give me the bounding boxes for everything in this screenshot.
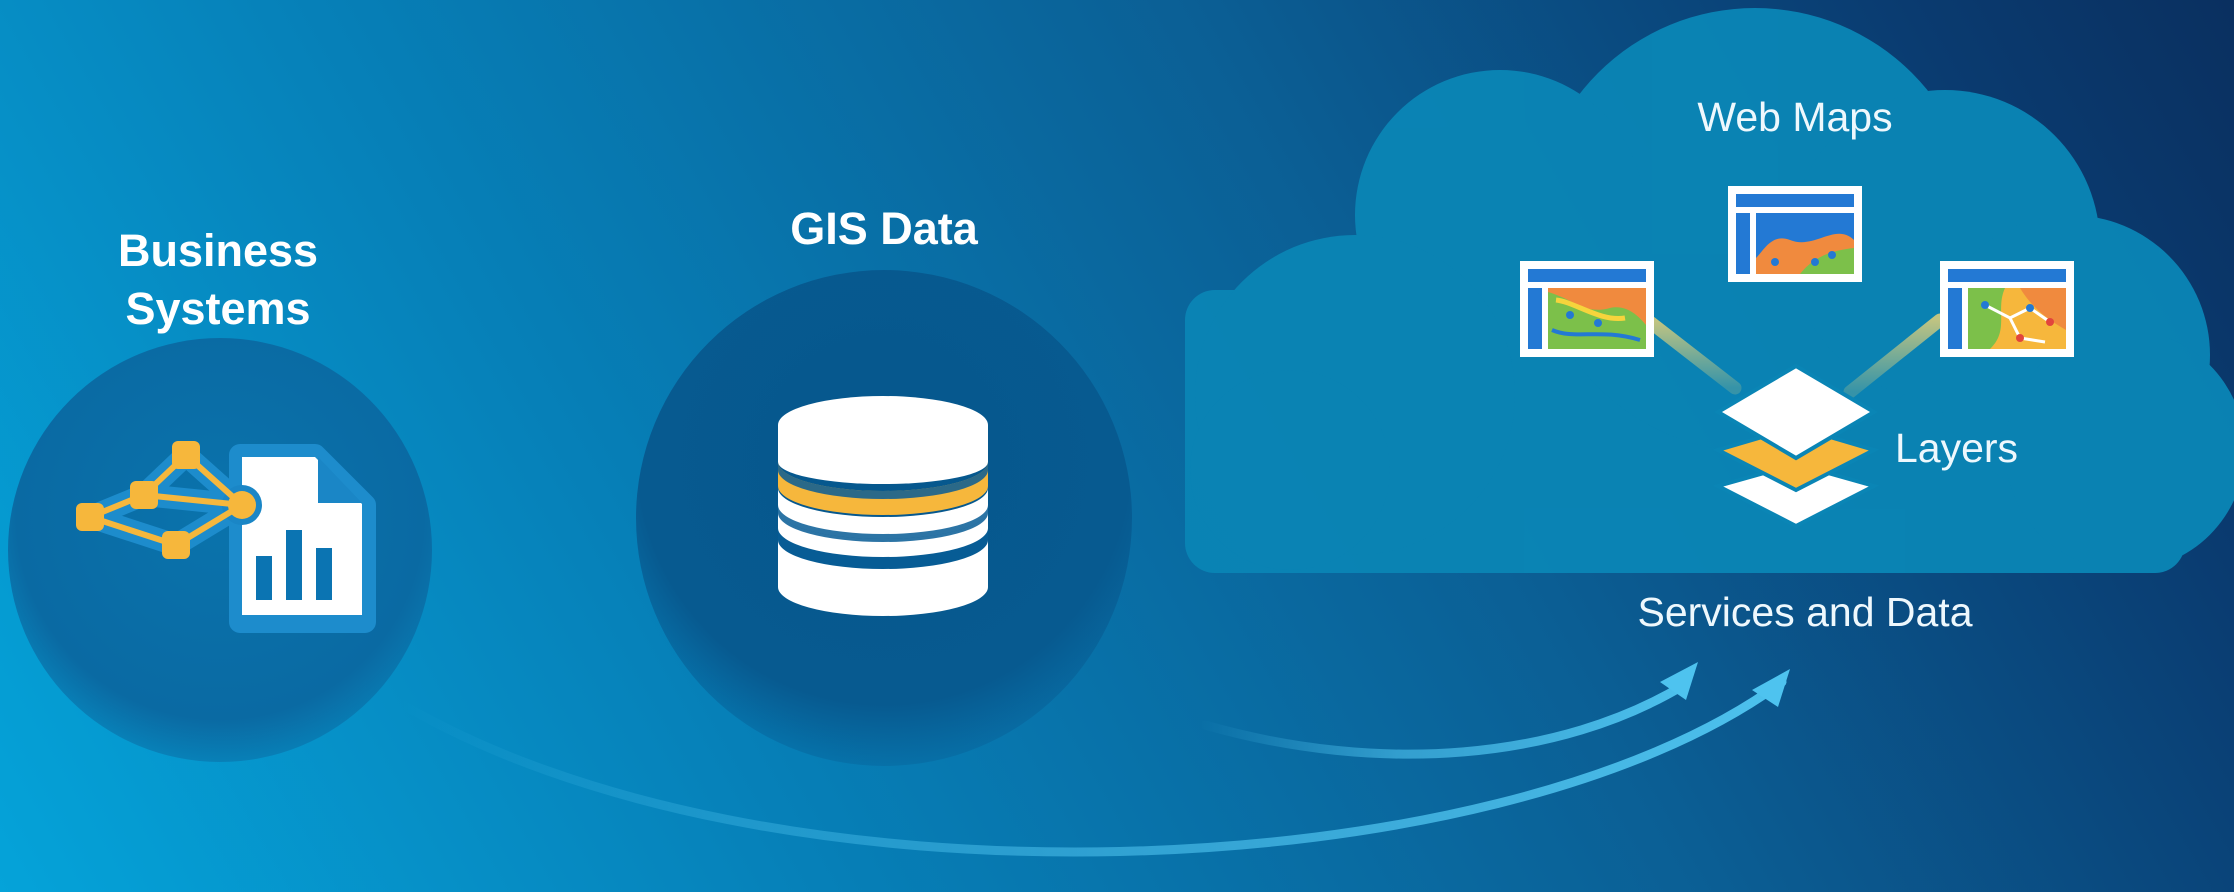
business-systems-title: Business Systems	[68, 222, 368, 338]
web-map-icon	[1728, 186, 1862, 282]
network-report-icon	[76, 441, 376, 633]
cloud-node	[1185, 8, 2234, 573]
arrowhead-gis	[1660, 662, 1698, 700]
gis-data-node	[636, 270, 1132, 766]
gis-data-title: GIS Data	[790, 203, 978, 254]
web-map-icon	[1940, 261, 2074, 357]
arrowhead-business	[1752, 669, 1790, 707]
flow-arrows	[390, 662, 1790, 857]
business-systems-circle	[8, 338, 432, 762]
business-systems-title-line1: Business	[117, 225, 319, 276]
layers-stack-icon	[1712, 363, 1880, 529]
services-and-data-label: Services and Data	[1637, 589, 1973, 635]
cloud-shape	[1185, 8, 2234, 573]
business-systems-title-line2: Systems	[125, 283, 311, 334]
arrow-business-to-services	[390, 677, 1787, 857]
business-systems-node	[8, 338, 432, 762]
cloud-connectors	[1643, 283, 1947, 399]
web-maps-label: Web Maps	[1697, 94, 1893, 140]
database-icon	[778, 396, 988, 616]
arrow-gis-to-services	[1200, 680, 1689, 759]
layers-label: Layers	[1895, 425, 2019, 471]
web-map-icon	[1520, 261, 1654, 357]
